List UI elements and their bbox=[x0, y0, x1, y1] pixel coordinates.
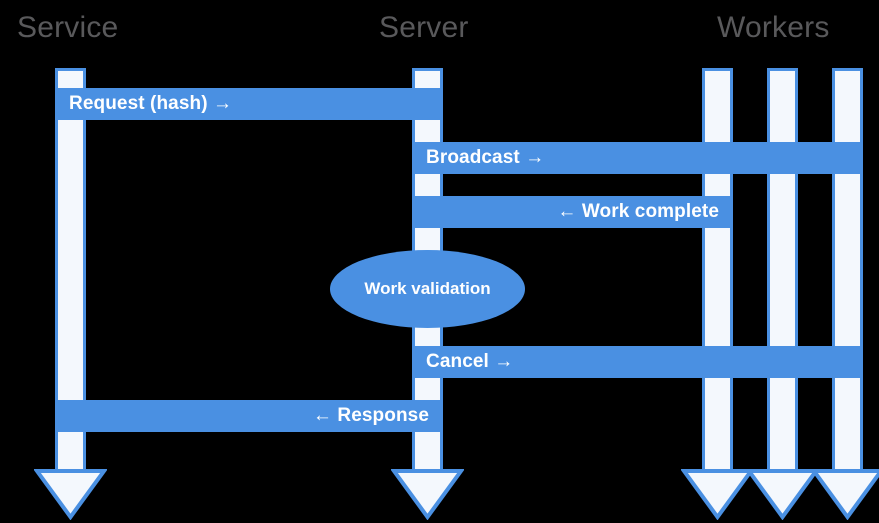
lifeline-arrowhead-server bbox=[391, 468, 464, 520]
message-request[interactable]: Request (hash) → bbox=[55, 88, 443, 120]
note-work-validation[interactable]: Work validation bbox=[330, 250, 525, 328]
lifeline-worker-2 bbox=[767, 68, 798, 472]
lifeline-worker-3 bbox=[832, 68, 863, 472]
lifeline-arrowhead-worker-2 bbox=[746, 468, 819, 520]
message-broadcast[interactable]: Broadcast → bbox=[412, 142, 863, 174]
actor-label-workers: Workers bbox=[717, 11, 830, 44]
message-response[interactable]: ← Response bbox=[55, 400, 443, 432]
actor-label-server: Server bbox=[379, 11, 469, 44]
lifeline-arrowhead-worker-3 bbox=[811, 468, 879, 520]
lifeline-arrowhead-service bbox=[34, 468, 107, 520]
message-work-complete[interactable]: ← Work complete bbox=[412, 196, 733, 228]
message-cancel[interactable]: Cancel → bbox=[412, 346, 863, 378]
lifeline-arrowhead-worker-1 bbox=[681, 468, 754, 520]
actor-label-service: Service bbox=[17, 11, 119, 44]
lifeline-worker-1 bbox=[702, 68, 733, 472]
